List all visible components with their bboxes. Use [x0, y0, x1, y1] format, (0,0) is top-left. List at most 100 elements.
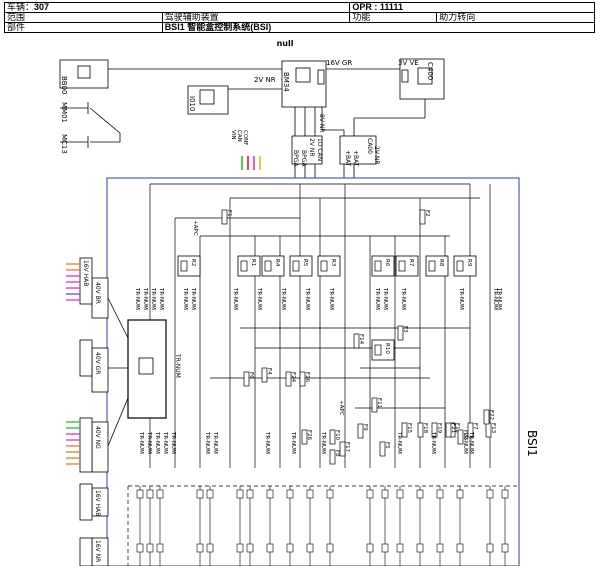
fuse-label: F4	[266, 368, 272, 375]
signal-label: TR-NUM	[382, 287, 388, 310]
pin-box	[246, 543, 254, 553]
signal-label: TR-NUM	[232, 287, 238, 310]
relay-coil-icon	[374, 344, 382, 356]
fuse-label: F7	[472, 423, 478, 430]
signal-label: TR-NUM	[264, 431, 270, 454]
fuse-symbol	[417, 422, 424, 438]
bottom-pins	[136, 486, 509, 566]
pin-box	[366, 543, 374, 553]
opr-label: OPR :	[352, 2, 380, 12]
fuse-symbol	[357, 423, 364, 439]
signal-label: TR-NUM	[304, 287, 310, 310]
relay-label: R9	[466, 259, 472, 267]
pin-box	[136, 543, 144, 553]
signal-label: TR-NUM	[170, 431, 176, 454]
fuse-symbol	[221, 209, 228, 225]
fuse-symbol	[243, 371, 250, 387]
pin-box	[456, 489, 464, 499]
pin-box	[396, 543, 404, 553]
header-row-component: 部件 BSI1 智能盒控制系统(BSI)	[4, 22, 596, 33]
top-components	[59, 58, 445, 178]
component-label: 部件	[4, 22, 163, 33]
fuse-label: F13	[490, 423, 496, 434]
relay-label: R2	[190, 259, 196, 266]
signal-label: TR-NUM	[150, 287, 156, 310]
bm34-8v-label: 8V NR	[318, 114, 325, 133]
relay-coil-icon	[398, 260, 406, 272]
scope-value: 驾驶辅助装置	[161, 12, 351, 23]
fuse-label: F3	[402, 326, 408, 333]
relay-label: R5	[302, 259, 308, 267]
pin-box	[366, 489, 374, 499]
fuse-label: F5	[384, 442, 390, 449]
pin-box	[156, 489, 164, 499]
signal-label: TR-NUM	[182, 287, 188, 310]
pin-box	[381, 543, 389, 553]
signal-label: TR-NUM	[458, 287, 464, 310]
signal-label: TR-NUM	[190, 287, 196, 310]
fuse-label: F9	[362, 424, 368, 431]
apc-label: +APC	[338, 400, 344, 416]
pin-box	[286, 543, 294, 553]
signal-label: TR-NUM	[158, 287, 164, 310]
pin-box	[501, 489, 509, 499]
mini-connector-right	[339, 135, 377, 165]
fuse-label: F1	[226, 210, 232, 217]
fuse-symbol	[467, 422, 474, 438]
fuse-label: F6	[248, 372, 254, 379]
pin-box	[501, 543, 509, 553]
subtitle-text: null	[277, 39, 294, 48]
fuse-label: F8	[334, 450, 340, 457]
wire-label-bat-1: +BAT	[344, 150, 351, 167]
pin-box	[196, 543, 204, 553]
fuse-label: F22	[488, 410, 494, 420]
pin-box	[456, 543, 464, 553]
label-16v-hab-2: 16V HAB	[94, 490, 101, 516]
fuse-symbol	[419, 209, 426, 225]
relay-coil-icon	[264, 260, 272, 272]
bm34-16v-label: 16V GR	[326, 59, 352, 67]
header-row-vehicle: 车辆：307 OPR : 11111	[3, 2, 595, 13]
i010-box	[187, 85, 229, 115]
label-40v-gr: 40V GR	[94, 352, 101, 374]
signal-label: TR-NUM	[138, 431, 144, 454]
signal-label: TR-NUM	[162, 431, 168, 454]
pin-box	[206, 489, 214, 499]
fuse-label: F2	[424, 210, 430, 217]
colored-wires-left	[66, 263, 80, 465]
ca00-label: CA00	[366, 138, 373, 154]
mc13-label: MC13	[60, 134, 68, 154]
signal-label: TR-NUM	[320, 431, 326, 454]
fuse-symbol	[483, 409, 490, 425]
relay-coil-icon	[374, 260, 382, 272]
signal-label: TR-NUM	[328, 287, 334, 310]
pin-box	[436, 543, 444, 553]
pin-box	[486, 489, 494, 499]
bb00-box	[59, 59, 109, 89]
pin-box	[236, 489, 244, 499]
label-16v-nr: 16V NR	[94, 540, 101, 562]
signal-label: TR-NUM	[400, 287, 406, 310]
pin-box	[266, 489, 274, 499]
fuse-label: F19	[436, 423, 442, 434]
header-table: 车辆：307 OPR : 11111 范围 驾驶辅助装置 功能 助力转向 部件 …	[3, 2, 596, 33]
fuse-label: F17	[344, 442, 350, 453]
i010-icon	[199, 89, 215, 105]
fuse-label: F11	[376, 398, 382, 408]
left-connector-labels: 40V BR 16V HAB 40V GR 40V NG 16V HAB 16V…	[82, 260, 101, 562]
pin-box	[436, 489, 444, 499]
wiring-diagram: null BB00	[59, 39, 539, 566]
label-16v-hab: 16V HAB	[82, 260, 89, 286]
function-label: 功能	[349, 12, 438, 23]
signal-label: TR-NUM	[492, 287, 498, 310]
relay-coil-icon	[456, 260, 464, 272]
left-connectors	[79, 257, 129, 566]
pin-box	[206, 543, 214, 553]
signal-label: TR-NUM	[256, 287, 262, 310]
bsi-internal-wiring	[127, 183, 519, 566]
fuse-label: F23	[462, 430, 468, 441]
fuse-label: F14	[358, 334, 364, 345]
top-labels: BB00 BM34 C400 I010 MM01 MC13 16V GR 2V …	[60, 59, 434, 167]
label-40v-br: 40V BR	[94, 282, 101, 304]
signal-label: TR-NUM	[142, 287, 148, 310]
